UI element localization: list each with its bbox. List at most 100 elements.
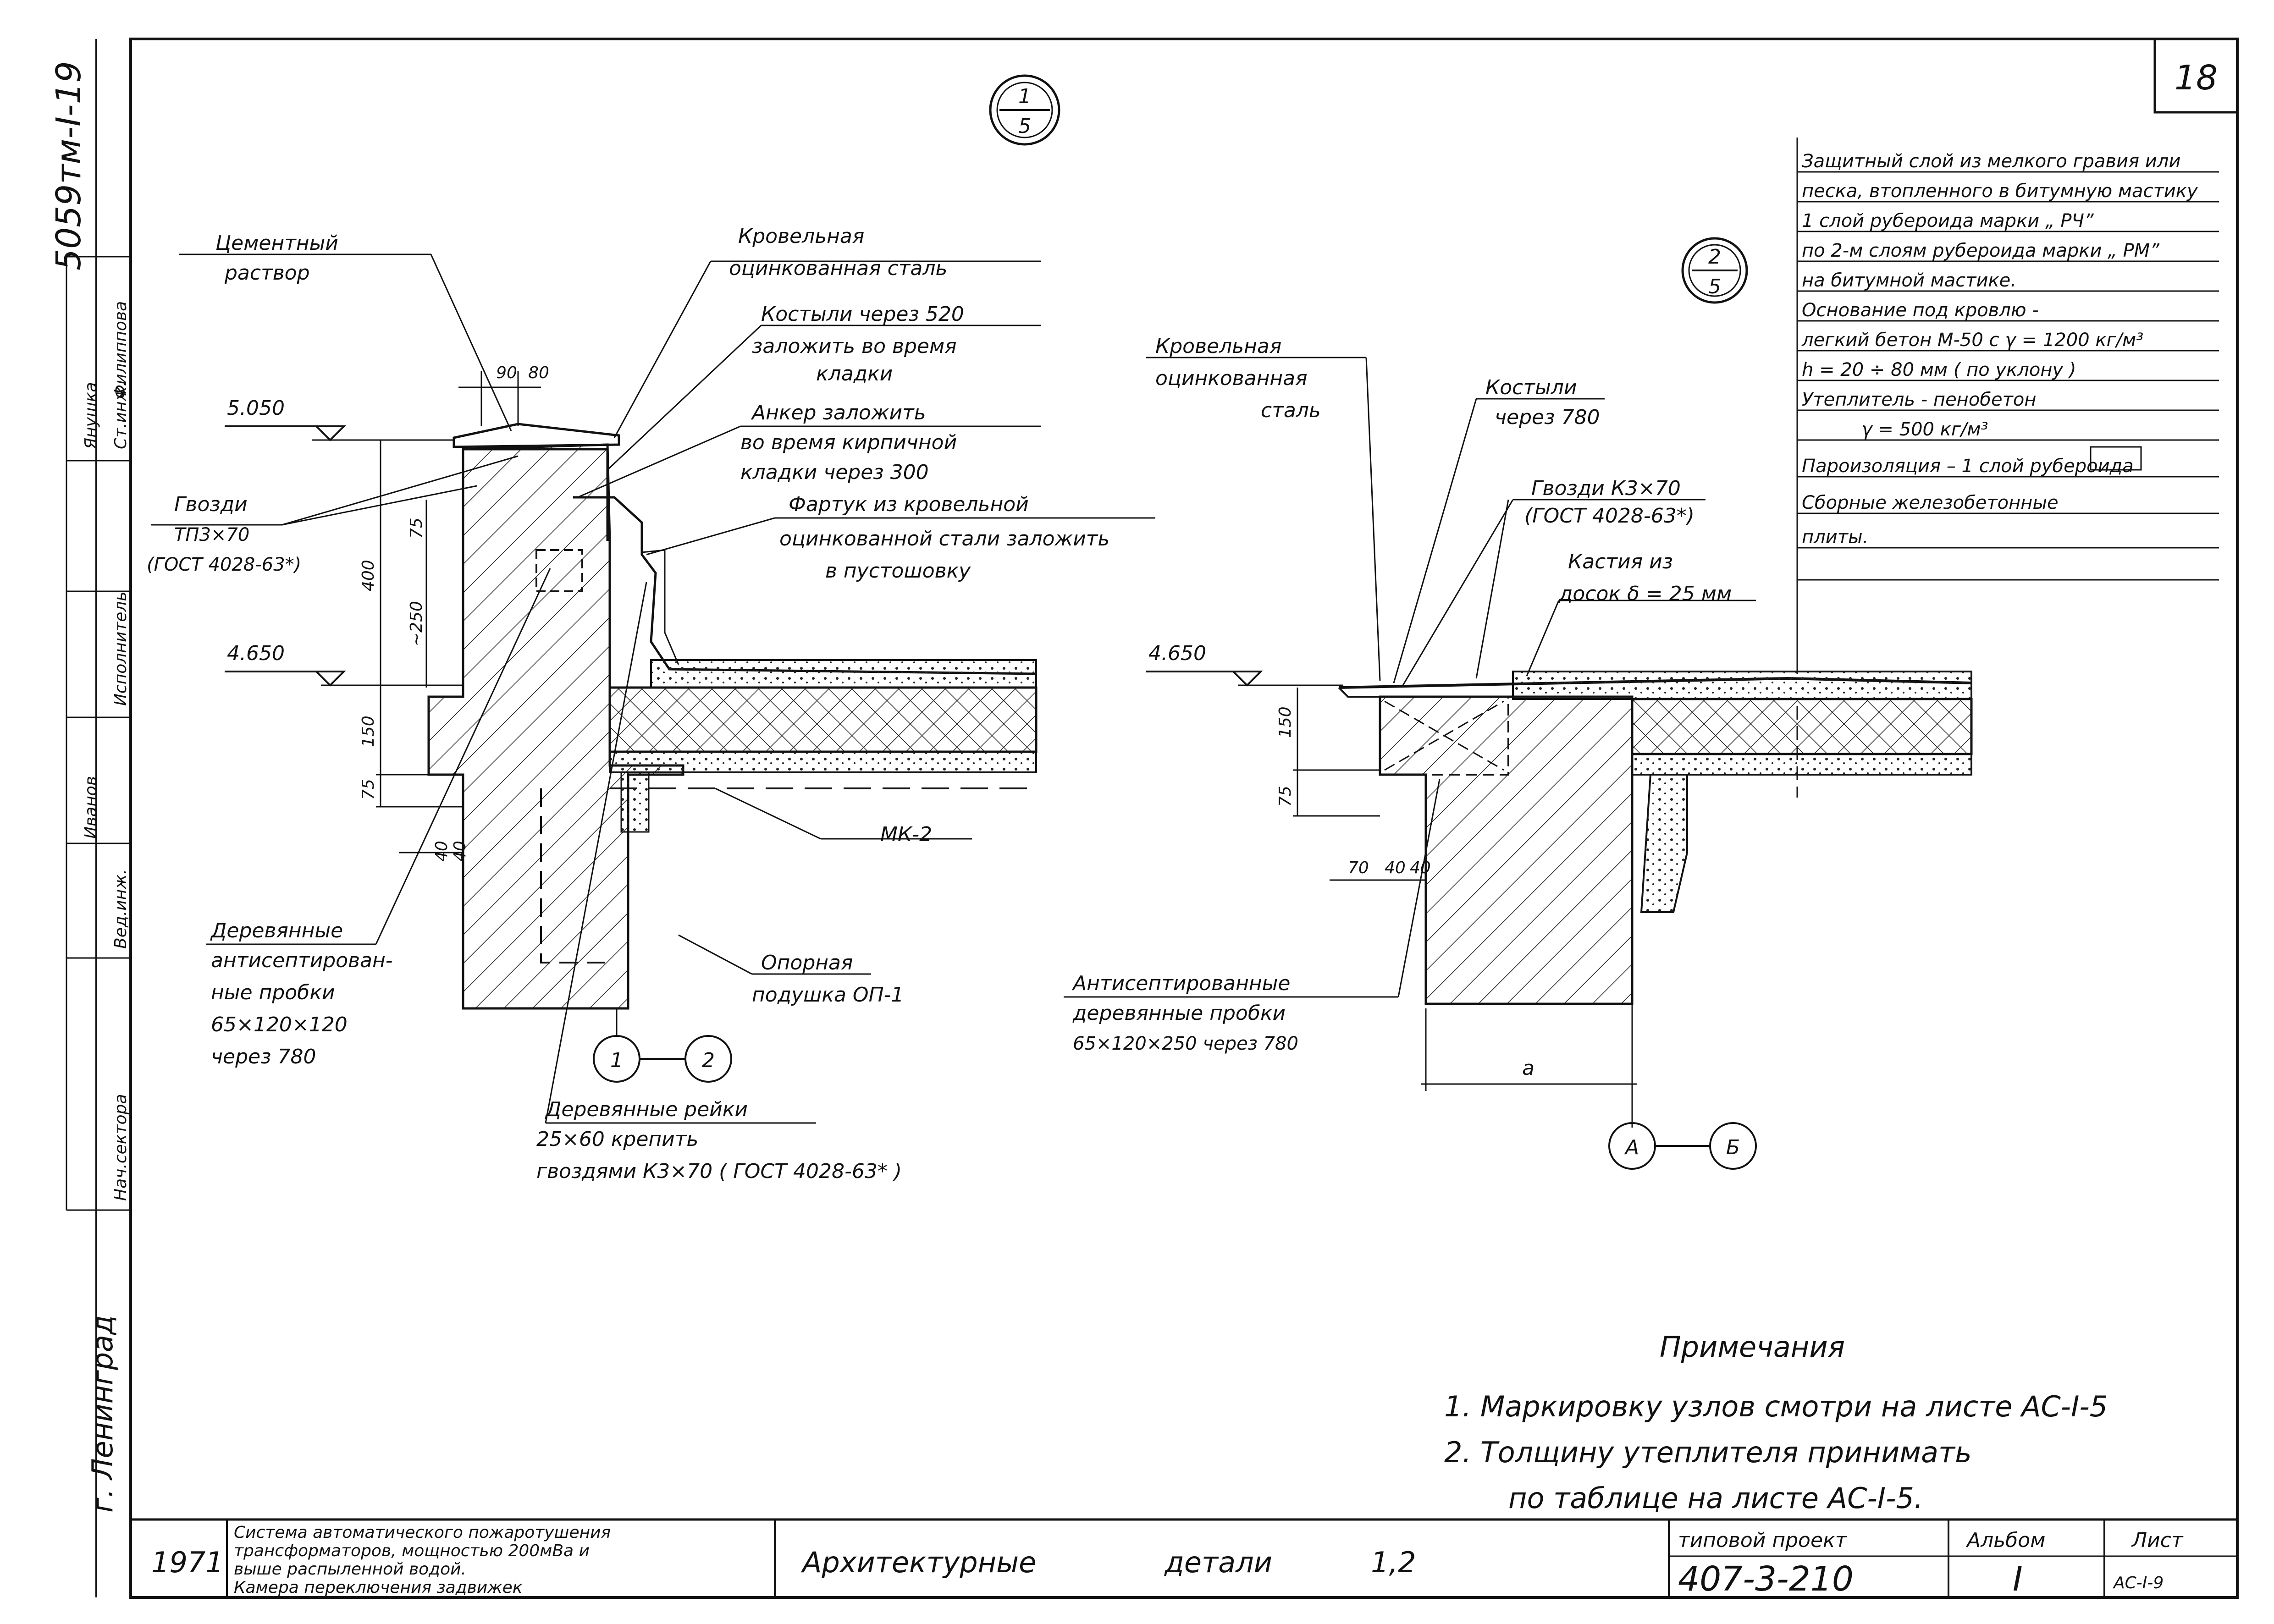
label-bearing-pad-2: подушка ОП-1 <box>752 983 904 1007</box>
inventory-number: 5059тм-I-19 <box>49 61 88 270</box>
dim-250: ~250 <box>407 601 426 646</box>
detail-1-slab <box>609 751 1037 773</box>
detail-2-marker-den: 5 <box>1708 275 1721 298</box>
label-bearing-pad-1: Опорная <box>761 951 853 974</box>
title-sheet-value: АС-I-9 <box>2113 1574 2164 1592</box>
title-block: 1971 Система автоматического пожаротушен… <box>131 1518 2237 1599</box>
layer-line-11: Пароизоляция – 1 слой рубероида <box>1802 456 2134 477</box>
sheet-number-box <box>2153 38 2239 114</box>
label-crutches-2: заложить во время <box>752 335 957 358</box>
city-label: г. Ленинград <box>86 1315 119 1513</box>
detail-2-label-crutches-1: Костыли <box>1485 376 1577 399</box>
detail-2-dim-40a: 40 <box>1385 859 1406 877</box>
layer-line-13: плиты. <box>1802 527 1868 548</box>
label-wood-plugs-3: ные пробки <box>211 981 335 1004</box>
layer-line-1: Защитный слой из мелкого гравия или <box>1802 151 2180 172</box>
title-system-2: трансформаторов, мощностью 200мВа и <box>234 1541 590 1560</box>
dim-90: 90 <box>496 363 517 382</box>
label-cement-1: Цементный <box>215 231 338 255</box>
detail-1: 1 5 5.050 4.650 <box>147 74 1155 1183</box>
detail-2-label-nails-1: Гвозди К3×70 <box>1531 477 1681 500</box>
detail-2-label-roof-2: оцинкованная <box>1155 367 1308 390</box>
role-name-yanushka: Янушка <box>82 382 100 450</box>
axis-2-label: 2 <box>702 1049 715 1072</box>
title-album-value: I <box>2013 1559 2023 1599</box>
layer-line-2: песка, втопленного в битумную мастику <box>1802 181 2198 202</box>
detail-1-parapet-cap <box>453 423 620 448</box>
detail-2-insulation <box>1631 698 1973 755</box>
dim-40a: 40 <box>432 841 451 862</box>
title-main: Архитектурные <box>800 1546 1036 1579</box>
detail-1-insulation <box>608 686 1038 753</box>
detail-2-dim-a: a <box>1522 1057 1534 1080</box>
axis-b-label: Б <box>1726 1136 1740 1159</box>
title-album-label: Альбом <box>1965 1529 2045 1552</box>
layer-line-5: на битумной мастике. <box>1802 270 2016 291</box>
label-slats-1: Деревянные рейки <box>545 1098 748 1121</box>
detail-1-marker <box>989 74 1060 146</box>
title-system-4: Камера переключения задвижек <box>234 1578 523 1597</box>
label-apron-3: в пустошовку <box>825 559 971 583</box>
role-3: Исполнитель <box>111 591 130 706</box>
label-slats-2: 25×60 крепить <box>536 1128 698 1151</box>
note-1: 1. Маркировку узлов смотри на листе АС-I… <box>1444 1390 2108 1423</box>
detail-1-wall <box>427 443 684 1010</box>
layer-line-8: h = 20 ÷ 80 мм ( по уклону ) <box>1802 359 2076 380</box>
dim-80: 80 <box>528 363 549 382</box>
detail-2-screed <box>1512 671 1972 700</box>
label-beam-mk2: МК-2 <box>880 823 932 846</box>
title-project-label: типовой проект <box>1678 1529 1848 1552</box>
elevation-5050: 5.050 <box>225 396 454 441</box>
detail-2-dim-75: 75 <box>1276 786 1295 807</box>
note-2-cont: по таблице на листе АС-I-5. <box>1508 1481 1923 1515</box>
label-wood-plugs-4: 65×120×120 <box>211 1013 348 1036</box>
layer-line-4: по 2-м слоям рубероида марки „ РМ” <box>1802 240 2159 261</box>
detail-2-marker <box>1681 237 1748 304</box>
label-apron-1: Фартук из кровельной <box>789 493 1029 516</box>
label-anchor-2: во время кирпичной <box>740 431 957 454</box>
layer-line-7: легкий бетон М-50 с γ = 1200 кг/м³ <box>1801 330 2143 351</box>
dim-40b: 40 <box>451 841 469 862</box>
layer-line-3: 1 слой рубероида марки „ РЧ” <box>1802 210 2094 231</box>
detail-2-label-board-1: Кастия из <box>1568 550 1673 573</box>
label-wood-plugs-1: Деревянные <box>210 919 343 942</box>
dim-75b: 75 <box>359 779 378 800</box>
detail-2-label-nails-2: (ГОСТ 4028-63*) <box>1524 504 1694 528</box>
label-nails-1: Гвозди <box>174 493 248 516</box>
detail-2-label-plugs-2: деревянные пробки <box>1072 1002 1286 1025</box>
role-name-ivanov: Иванов <box>82 776 100 839</box>
detail-1-wood-plug <box>535 549 583 592</box>
detail-2-label-crutches-2: через 780 <box>1495 406 1600 429</box>
layer-line-6: Основание под кровлю - <box>1802 300 2039 321</box>
notes-title: Примечания <box>1660 1330 1845 1364</box>
dim-400: 400 <box>359 560 378 591</box>
title-year: 1971 <box>151 1546 224 1579</box>
detail-2-marker-num: 2 <box>1708 245 1721 269</box>
dim-150: 150 <box>359 716 378 747</box>
layer-line-12: Сборные железобетонные <box>1802 492 2059 513</box>
label-crutches-3: кладки <box>816 362 893 385</box>
detail-2-label-plugs-1: Антисептированные <box>1071 972 1290 995</box>
elevation-4650: 4.650 <box>225 642 463 687</box>
label-anchor-3: кладки через 300 <box>740 461 929 484</box>
title-system-3: выше распыленной водой. <box>234 1560 466 1579</box>
detail-2-dim-70: 70 <box>1348 859 1369 877</box>
detail-2-beam <box>1640 774 1688 913</box>
detail-2-board <box>1379 696 1509 776</box>
detail-2-wall <box>1379 695 1634 1005</box>
dim-75: 75 <box>407 517 426 539</box>
title-system-1: Система автоматического пожаротушения <box>234 1523 611 1542</box>
elevation-4650-label: 4.650 <box>227 642 285 665</box>
label-slats-3: гвоздями К3×70 ( ГОСТ 4028-63* ) <box>536 1160 902 1183</box>
role-1: Нач.сектора <box>111 1094 130 1201</box>
title-project-number: 407-3-210 <box>1678 1559 1854 1599</box>
axis-a-label: А <box>1624 1136 1639 1159</box>
detail-2: 2 5 4.650 150 75 70 40 40 a <box>1064 237 1973 1170</box>
detail-2-dim-40b: 40 <box>1410 859 1431 877</box>
role-4: Ст.инж. <box>111 381 130 449</box>
outer-frame <box>129 38 2239 1599</box>
detail-2-label-roof-3: сталь <box>1261 399 1321 422</box>
notes: Примечания 1. Маркировку узлов смотри на… <box>1444 1330 2108 1515</box>
detail-1-apron <box>573 496 1037 675</box>
